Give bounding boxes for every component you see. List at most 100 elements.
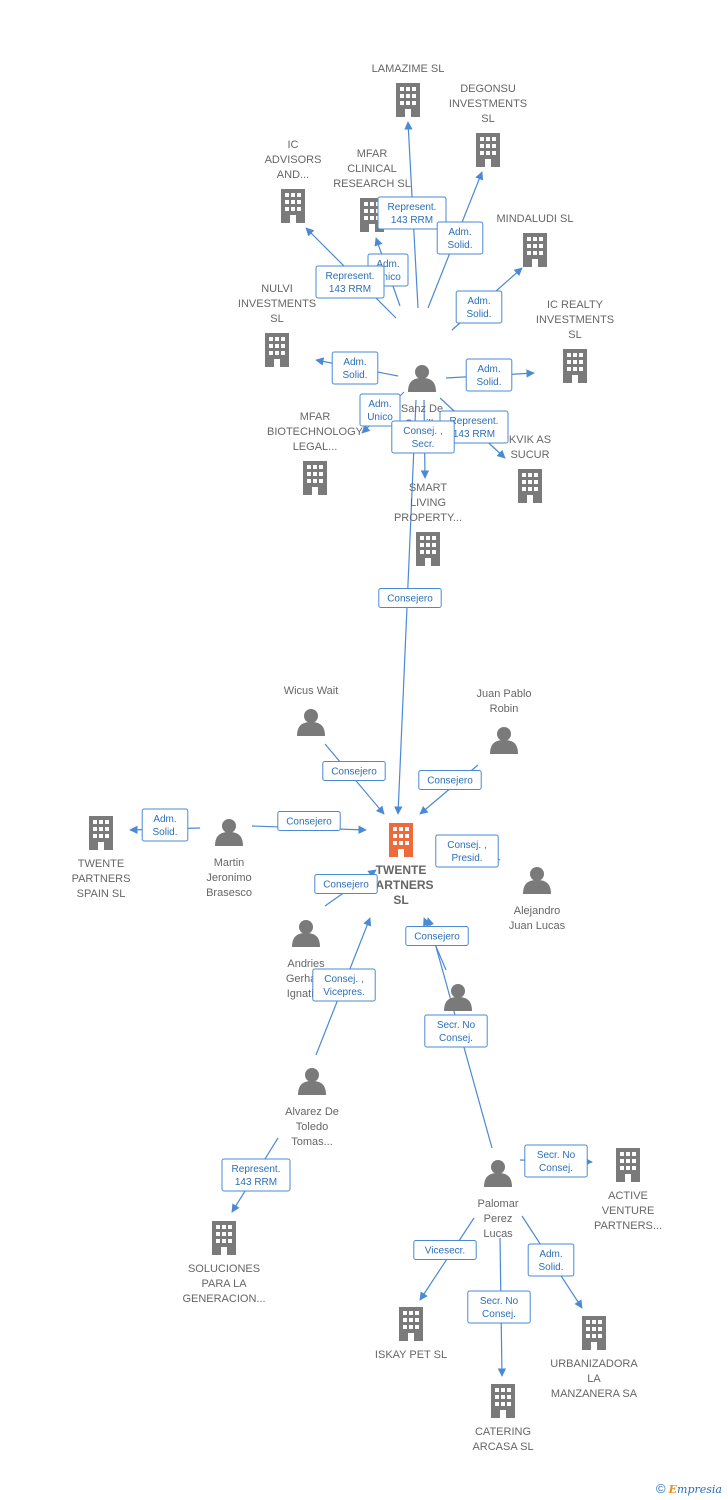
edge-label-text: Adm. bbox=[467, 296, 490, 307]
edge-label-box bbox=[312, 968, 376, 1002]
node-label: URBANIZADORA bbox=[550, 1358, 638, 1370]
edge-label[interactable]: Adm.Solid. bbox=[436, 221, 484, 255]
edge-label-box bbox=[527, 1243, 575, 1277]
edge-label[interactable]: Consej. ,Presid. bbox=[435, 834, 499, 868]
edge-label[interactable]: Consejero bbox=[277, 811, 341, 831]
node-label: PARA LA bbox=[201, 1278, 247, 1290]
edge-label-text: Consejero bbox=[387, 594, 433, 605]
edge-label-box bbox=[413, 1240, 477, 1260]
building-icon bbox=[518, 469, 542, 503]
edge-labels-layer: Represent.143 RRMAdm.Solid.Adm.UnicoRepr… bbox=[141, 196, 588, 1324]
edge-label[interactable]: Adm.Solid. bbox=[141, 808, 189, 842]
node-label: TWENTE bbox=[376, 863, 427, 877]
person-icon bbox=[490, 727, 518, 754]
node-iskay[interactable]: ISKAY PET SL bbox=[375, 1307, 447, 1361]
edge-label[interactable]: Consejero bbox=[418, 770, 482, 790]
building-icon bbox=[265, 333, 289, 367]
node-label: IC bbox=[288, 139, 299, 151]
node-icadvisors[interactable]: ICADVISORSAND... bbox=[265, 139, 322, 223]
edge-label-box bbox=[314, 874, 378, 894]
copyright-symbol: © bbox=[655, 1481, 666, 1496]
edge-label[interactable]: Consejero bbox=[405, 926, 469, 946]
edge-label-text: Secr. No bbox=[537, 1150, 576, 1161]
edge-label[interactable]: Adm.Solid. bbox=[527, 1243, 575, 1277]
edge-label-text: Unico bbox=[375, 272, 401, 283]
edge-label[interactable]: Represent.143 RRM bbox=[377, 196, 447, 230]
edge-label-box bbox=[377, 196, 447, 230]
edge-label[interactable]: Secr. No Consej. bbox=[524, 1144, 588, 1178]
edge-label-text: 143 RRM bbox=[453, 429, 495, 440]
node-label: DEGONSU bbox=[460, 83, 516, 95]
edge-label[interactable]: Vicesecr. bbox=[413, 1240, 477, 1260]
node-anon[interactable] bbox=[444, 984, 472, 1011]
edge-label[interactable]: Consej. ,Vicepres. bbox=[312, 968, 376, 1002]
edge-label[interactable]: Adm.Unico bbox=[359, 393, 401, 427]
edge-label[interactable]: Represent.143 RRM bbox=[315, 265, 385, 299]
edge-label-box bbox=[436, 221, 484, 255]
edge-label-text: Adm. bbox=[368, 399, 391, 410]
node-label: INVESTMENTS bbox=[536, 314, 614, 326]
edge-label[interactable]: Consejero bbox=[314, 874, 378, 894]
node-mfarbio[interactable]: MFARBIOTECHNOLOGYLEGAL... bbox=[267, 411, 364, 495]
node-label: IC REALTY bbox=[547, 299, 604, 311]
node-label: PARTNERS bbox=[72, 873, 131, 885]
node-label: GENERACION... bbox=[182, 1293, 265, 1305]
edge-label[interactable]: Consejero bbox=[378, 588, 442, 608]
node-label: Juan Lucas bbox=[509, 920, 566, 932]
node-alvarez[interactable]: Alvarez DeToledoTomas... bbox=[285, 1068, 339, 1148]
node-label: Alejandro bbox=[514, 905, 560, 917]
edge-label-text: Consejero bbox=[323, 880, 369, 891]
edge-label-text: Consejero bbox=[414, 932, 460, 943]
edge-label-box bbox=[221, 1158, 291, 1192]
node-lamazime[interactable]: LAMAZIME SL bbox=[372, 63, 445, 117]
edge-label[interactable]: Consej. ,Secr. bbox=[391, 420, 455, 454]
edge-label-text: Vicepres. bbox=[323, 987, 365, 998]
edge-label-text: Solid. bbox=[152, 827, 177, 838]
node-label: SMART bbox=[409, 482, 448, 494]
edge-label[interactable]: Adm.Solid. bbox=[331, 351, 379, 385]
edge-label[interactable]: Represent.143 RRM bbox=[221, 1158, 291, 1192]
node-smart[interactable]: SMARTLIVINGPROPERTY... bbox=[394, 482, 462, 566]
node-label: LAMAZIME SL bbox=[372, 63, 445, 75]
edge-label[interactable]: Adm.Solid. bbox=[455, 290, 503, 324]
footer-brand[interactable]: © Empresia bbox=[656, 1481, 722, 1496]
node-label: LIVING bbox=[410, 497, 446, 509]
node-label: MFAR bbox=[357, 148, 388, 160]
node-active[interactable]: ACTIVEVENTUREPARTNERS... bbox=[594, 1148, 662, 1232]
building-icon bbox=[476, 133, 500, 167]
edge-label[interactable]: Consejero bbox=[322, 761, 386, 781]
edge-label[interactable]: Adm.Solid. bbox=[465, 358, 513, 392]
building-icon bbox=[523, 233, 547, 267]
building-icon bbox=[89, 816, 113, 850]
person-icon bbox=[292, 920, 320, 947]
edge-label-text: Adm. bbox=[539, 1249, 562, 1260]
edge-label-text: Consej. bbox=[539, 1163, 573, 1174]
node-mindaludi[interactable]: MINDALUDI SL bbox=[496, 213, 574, 267]
edge-label-box bbox=[418, 770, 482, 790]
node-wicus[interactable]: Wicus Wait bbox=[284, 685, 339, 736]
edge-label-text: Adm. bbox=[477, 364, 500, 375]
edge-label-box bbox=[315, 265, 385, 299]
node-label: Martin bbox=[214, 857, 245, 869]
node-label: MFAR bbox=[300, 411, 331, 423]
edge-label-text: Vicesecr. bbox=[425, 1246, 465, 1257]
node-label: VENTURE bbox=[602, 1205, 655, 1217]
node-label: SL bbox=[393, 893, 408, 907]
